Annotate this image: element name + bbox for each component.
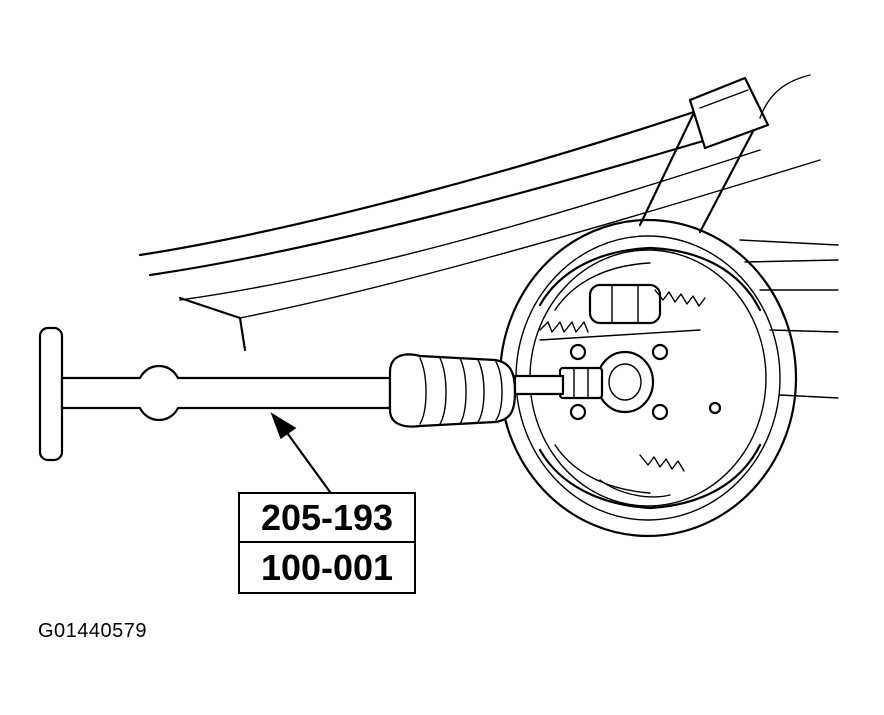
callout-arrow — [270, 412, 332, 494]
tool-number-1: 205-193 — [240, 494, 414, 543]
return-springs — [539, 289, 706, 498]
arrowhead-icon — [270, 412, 297, 440]
tool-number-2: 100-001 — [260, 546, 394, 588]
figure-id: G01440579 — [38, 620, 148, 642]
axle-bracket — [688, 74, 811, 150]
adapter-nut — [558, 366, 604, 400]
slide-hammer-tool — [38, 326, 565, 462]
brake-shoes — [538, 246, 762, 510]
leaf-spring — [138, 98, 839, 399]
tool-number-callout: 205-193 100-001 — [238, 492, 416, 594]
wheel-cylinder — [588, 283, 662, 325]
